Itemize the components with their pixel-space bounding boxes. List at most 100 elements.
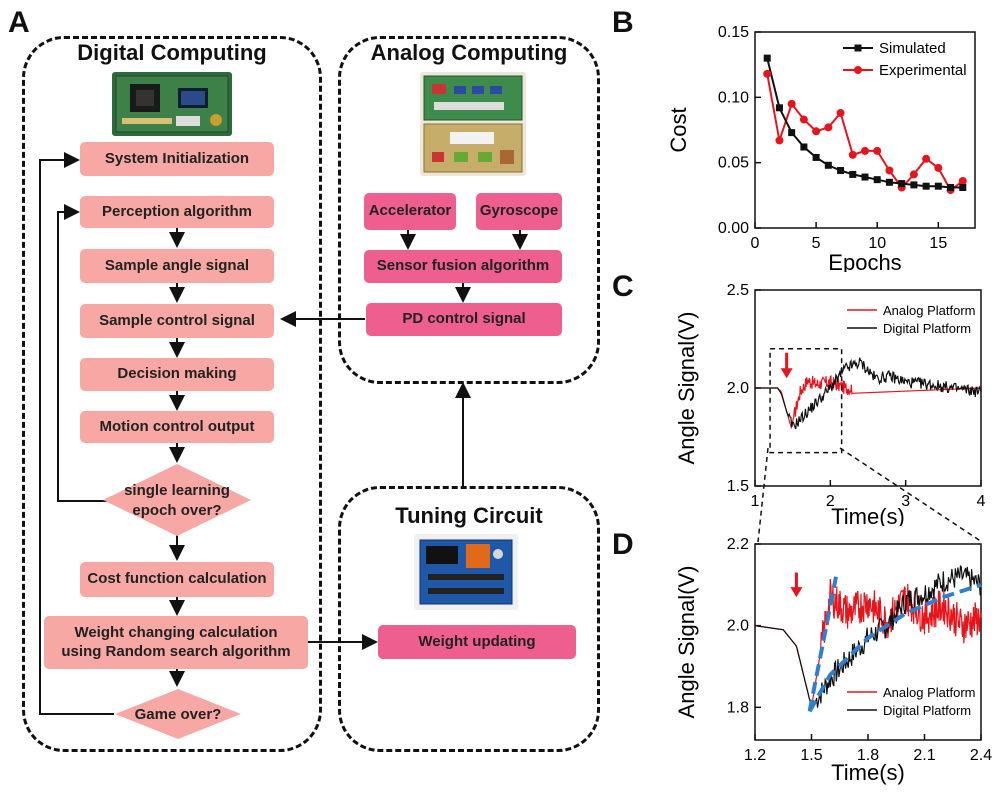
step-decision-making: Decision making [80, 358, 274, 391]
chart-b-legend-marker [854, 66, 862, 74]
chart-b-point-experimental [909, 170, 918, 179]
chart-b-ytick-label: 0.00 [718, 220, 749, 237]
chart-c-line-analog [755, 375, 982, 430]
chart-d-line-digital [754, 565, 982, 709]
chart-d-fit-line [807, 576, 838, 712]
chart-b-line-experimental [766, 73, 964, 192]
chart-b-point-simulated [812, 153, 820, 161]
step-system-initialization: System Initialization [80, 142, 274, 176]
flowchart-connectors [39, 152, 528, 715]
chart-b-point-simulated [775, 104, 783, 112]
chart-b-xtick-label: 0 [751, 235, 760, 252]
chart-b-legend-marker [854, 44, 862, 52]
step-sample-angle-signal: Sample angle signal [80, 249, 274, 283]
step-weight-updating: Weight updating [378, 625, 576, 659]
chart-c-legend-label: Analog Platform [883, 303, 976, 318]
step-accelerator: Accelerator [364, 193, 456, 230]
chart-b-ytick-label: 0.05 [718, 155, 749, 172]
chart-d-legend-label: Digital Platform [883, 703, 971, 718]
chart-b-point-experimental [799, 115, 808, 124]
chart-d-xtick-label: 2.1 [913, 747, 935, 764]
digital-computing-title: Digital Computing [77, 40, 267, 65]
chart-b-point-simulated [849, 170, 857, 178]
chart-b-point-simulated [947, 183, 955, 191]
chart-b-point-experimental [787, 99, 796, 108]
tuning-circuit-group [338, 486, 600, 752]
analog-board-photo [420, 72, 526, 176]
decision-epoch-over [103, 464, 251, 536]
chart-b-ylabel: Cost [666, 107, 691, 152]
tuning-circuit-title: Tuning Circuit [395, 503, 543, 528]
digital-computing-group [22, 36, 322, 752]
step-sensor-fusion-algorithm: Sensor fusion algorithm [364, 250, 562, 283]
decision-game-over [115, 689, 241, 739]
digital-board-photo [112, 72, 232, 136]
chart-b-xtick-label: 10 [868, 235, 886, 252]
zoom-guide-lines [757, 447, 983, 543]
chart-c-xtick-label: 4 [977, 493, 986, 510]
chart-c-xtick-label: 2 [826, 493, 835, 510]
step-gyroscope: Gyroscope [476, 193, 562, 230]
chart-b-ytick-label: 0.10 [718, 89, 749, 106]
chart-d-ytick-label: 1.8 [727, 699, 749, 716]
chart-c-line-digital [755, 357, 982, 430]
game-over-label: Game over? [134, 706, 222, 723]
weight-calc-line2: using Random search algorithm [61, 642, 291, 660]
chart-c-xlabel: Time(s) [831, 504, 905, 526]
chart-b-point-experimental [775, 136, 784, 145]
chart-d-ylabel: Angle Signal(V) [674, 566, 699, 719]
step-pd-control-signal: PD control signal [366, 303, 562, 336]
chart-c-xtick-label: 1 [751, 493, 760, 510]
chart-b-point-simulated [885, 178, 893, 186]
chart-c-xtick-label: 3 [901, 493, 910, 510]
chart-b-point-experimental [763, 69, 772, 78]
epoch-over-label: single learning epoch over? [102, 481, 252, 522]
step-sample-control-signal: Sample control signal [80, 304, 274, 338]
chart-b-xtick-label: 5 [812, 235, 821, 252]
chart-d-legend-label: Analog Platform [883, 685, 976, 700]
epoch-over-line2: epoch over? [132, 502, 222, 520]
chart-b-point-simulated [934, 182, 942, 190]
chart-d-xlabel: Time(s) [831, 760, 905, 785]
panel-label-b: B [612, 6, 634, 39]
chart-b-point-experimental [922, 154, 931, 163]
step-weight-changing-calculation: Weight changing calculation using Random… [44, 616, 308, 669]
chart-b-point-simulated [837, 167, 845, 175]
chart-d-ytick-label: 2.2 [727, 536, 749, 553]
chart-b-point-simulated [898, 180, 906, 188]
chart-b-frame [754, 31, 976, 229]
chart-c-zoom-box [769, 348, 843, 454]
tuning-board-photo [414, 534, 518, 610]
chart-b: 0 5 10 15 0.00 0.05 0.10 0.15 Cost Epochs Simul… [666, 24, 976, 272]
chart-c-red-arrow-head [780, 368, 793, 379]
chart-d-xtick-label: 1.5 [800, 747, 822, 764]
chart-b-point-simulated [824, 161, 832, 169]
chart-b-point-simulated [910, 181, 918, 189]
chart-b-legend-label: Simulated [879, 40, 946, 57]
step-perception-algorithm: Perception algorithm [80, 196, 274, 228]
chart-b-point-simulated [861, 173, 869, 181]
chart-d-fit-line [807, 582, 982, 713]
chart-b-point-experimental [836, 109, 845, 118]
chart-b-xlabel: Epochs [828, 250, 901, 272]
chart-b-point-simulated [800, 143, 808, 151]
step-motion-control-output: Motion control output [80, 411, 274, 443]
chart-b-point-experimental [861, 146, 869, 155]
chart-b-point-experimental [824, 123, 833, 132]
chart-b-point-simulated [922, 182, 930, 190]
chart-b-xtick-label: 15 [929, 235, 947, 252]
chart-b-point-experimental [934, 163, 943, 172]
chart-b-point-experimental [958, 176, 967, 185]
chart-d-xtick-label: 1.8 [857, 747, 879, 764]
chart-b-ytick-label: 0.15 [718, 24, 749, 41]
step-cost-function-calculation: Cost function calculation [80, 562, 274, 597]
analog-computing-title: Analog Computing [370, 40, 568, 65]
chart-c-legend-label: Digital Platform [883, 321, 971, 336]
chart-d-xtick-label: 2.4 [970, 747, 992, 764]
chart-d-ytick-label: 2.0 [727, 618, 749, 635]
chart-b-point-experimental [885, 166, 894, 175]
chart-b-point-experimental [873, 146, 882, 155]
panel-label-c: C [612, 270, 634, 303]
